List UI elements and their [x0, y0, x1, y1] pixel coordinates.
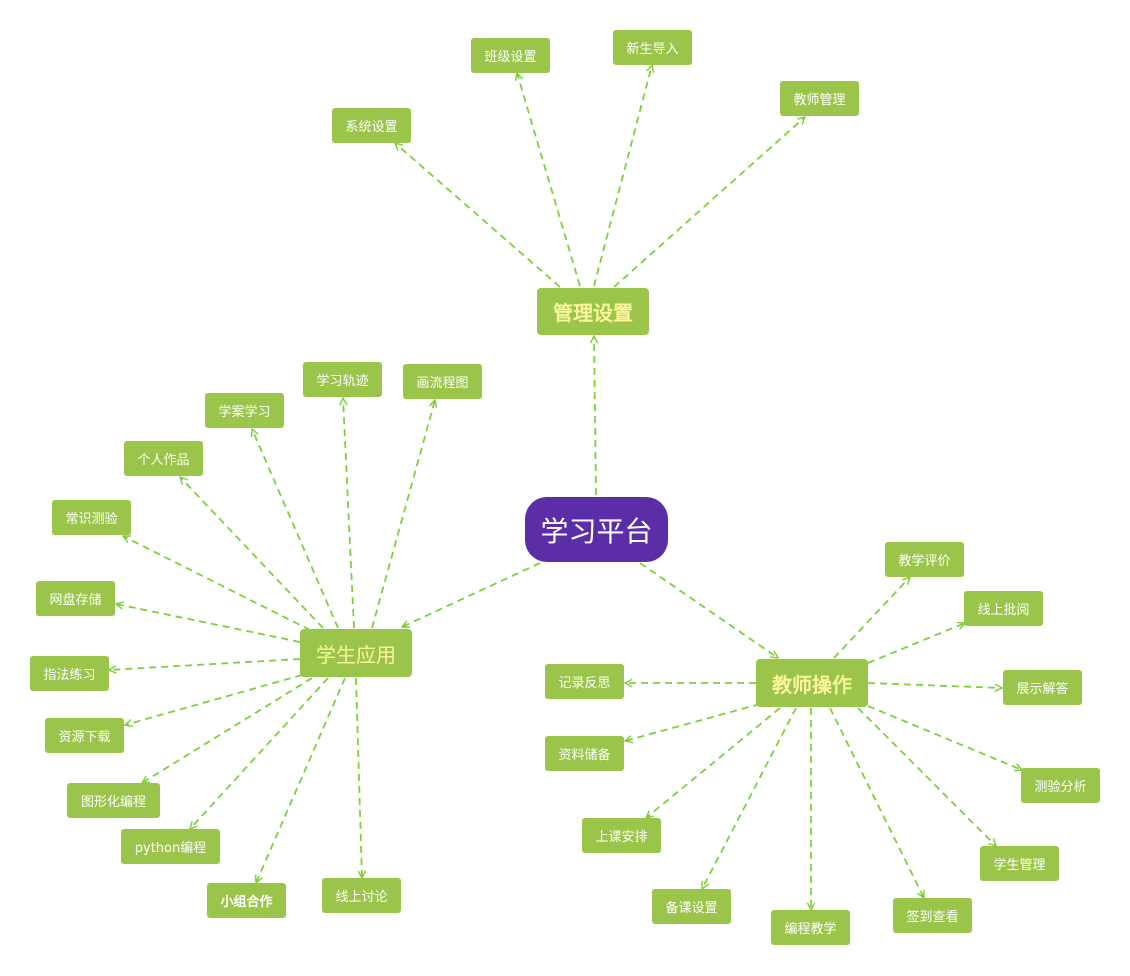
leaf-teacher-management[interactable]: 教师管理: [780, 81, 859, 116]
edge-teacher-student: [857, 707, 996, 846]
leaf-teaching-evaluation[interactable]: 教学评价: [885, 542, 964, 577]
edge-student-plan: [252, 429, 339, 629]
root-node[interactable]: 学习平台: [525, 497, 668, 562]
branch-admin[interactable]: 管理设置: [537, 288, 649, 335]
edge-teacher-attend: [829, 707, 925, 898]
edge-teacher-material: [625, 703, 761, 741]
leaf-personal-works[interactable]: 个人作品: [124, 441, 203, 476]
edge-teacher-review: [867, 623, 965, 664]
edge-teacher-answer: [867, 682, 1002, 688]
edge-student-typing: [109, 658, 301, 670]
leaf-lesson-prep-settings[interactable]: 备课设置: [652, 889, 731, 924]
leaf-record-reflection[interactable]: 记录反思: [545, 664, 624, 699]
leaf-learning-track[interactable]: 学习轨迹: [303, 362, 382, 397]
leaf-typing-practice[interactable]: 指法练习: [30, 656, 109, 691]
leaf-python-programming[interactable]: python编程: [121, 829, 220, 864]
edge-teacher-schedule: [646, 707, 781, 818]
edge-student-python: [190, 677, 329, 829]
edge-student-works: [180, 477, 324, 629]
leaf-student-management[interactable]: 学生管理: [980, 846, 1059, 881]
edge-student-download: [125, 674, 303, 725]
branch-root-teacher: [639, 562, 778, 658]
leaf-group-cooperation[interactable]: 小组合作: [207, 883, 286, 918]
branch-root-admin: [594, 336, 596, 496]
edge-teacher-eval: [833, 577, 910, 659]
leaf-resource-download[interactable]: 资源下载: [45, 718, 124, 753]
edge-student-track: [343, 398, 355, 629]
leaf-online-review[interactable]: 线上批阅: [964, 591, 1043, 626]
branch-teacher[interactable]: 教师操作: [756, 659, 868, 707]
leaf-study-plan[interactable]: 学案学习: [205, 393, 284, 428]
leaf-class-schedule[interactable]: 上课安排: [582, 818, 661, 853]
leaf-new-student-import[interactable]: 新生导入: [613, 30, 692, 65]
edge-teacher-prep: [701, 707, 797, 889]
edge-student-storage: [116, 604, 301, 643]
leaf-attendance-view[interactable]: 签到查看: [893, 898, 972, 933]
edge-student-group: [256, 677, 346, 883]
edge-admin-import: [593, 65, 652, 287]
leaf-material-reserve[interactable]: 资料储备: [545, 736, 624, 771]
edge-teacher-quiz: [867, 705, 1022, 770]
leaf-programming-teaching[interactable]: 编程教学: [771, 910, 850, 945]
branch-root-student: [402, 562, 541, 627]
edge-student-flowchart: [371, 400, 435, 629]
leaf-system-settings[interactable]: 系统设置: [332, 108, 411, 143]
leaf-draw-flowchart[interactable]: 画流程图: [403, 364, 482, 399]
leaf-cloud-storage[interactable]: 网盘存储: [36, 581, 115, 616]
edge-student-graphic: [142, 677, 313, 783]
edge-admin-system: [395, 143, 561, 288]
edge-student-quiz: [123, 535, 311, 631]
edge-admin-class: [517, 73, 581, 287]
leaf-quiz-analysis[interactable]: 测验分析: [1021, 768, 1100, 803]
branch-student[interactable]: 学生应用: [300, 629, 412, 677]
leaf-show-answers[interactable]: 展示解答: [1003, 670, 1082, 705]
leaf-online-discussion[interactable]: 线上讨论: [322, 878, 401, 913]
leaf-class-settings[interactable]: 班级设置: [471, 38, 550, 73]
edge-admin-teacher: [613, 117, 805, 288]
edge-student-discuss: [355, 677, 362, 878]
leaf-common-quiz[interactable]: 常识测验: [52, 500, 131, 535]
leaf-graphical-programming[interactable]: 图形化编程: [67, 783, 160, 818]
